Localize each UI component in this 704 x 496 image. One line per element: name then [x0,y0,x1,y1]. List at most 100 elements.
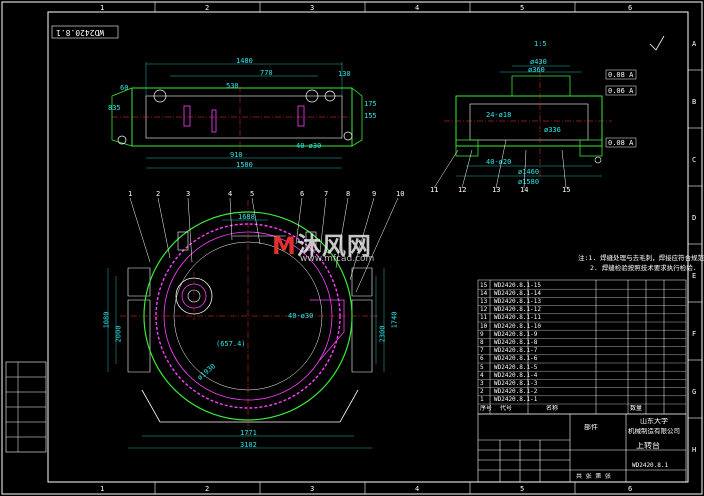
dim-section-430: ø430 [530,58,547,66]
zone-label-top-4: 4 [415,4,420,12]
dim-section-holes: 24-ø18 [486,111,512,119]
callout-12: 12 [458,186,467,194]
dim-top-130: 130 [338,70,351,78]
zone-label-bottom-2: 2 [205,485,210,493]
dim-section-336: ø336 [544,126,561,134]
dim-top-175: 175 [364,100,377,108]
dim-front-2000: 2000 [114,325,123,343]
bom-cell: 8 [480,338,484,346]
bom-cell: 6 [480,355,484,363]
zone-label-top-2: 2 [205,4,210,12]
bom-cell: WD2420.8.1-8 [494,338,538,346]
watermark-logo-icon: M [272,232,297,260]
bom-cell: WD2420.8.1-14 [494,289,541,297]
title-material: 部件 [584,424,598,431]
zone-label-side-h: H [692,446,697,454]
bom-cell: WD2420.8.1-4 [494,371,538,379]
bom-cell: 10 [480,322,488,330]
bom-cell: 12 [480,306,488,314]
gdt-frame-1: 0.08 A [608,71,634,79]
dim-top-155: 155 [364,112,377,120]
zone-label-bottom-1: 1 [100,485,105,493]
bom-cell: 7 [480,347,484,355]
dim-front-1688: 1688 [238,213,255,221]
zone-label-top-6: 6 [628,4,633,12]
gdt-frame-3: 0.08 A [608,139,634,147]
zone-label-side-g: G [692,388,697,396]
technical-note-2: 2. 焊缝检验按照技术要求执行检验. [590,264,697,272]
title-part-name: 上转台 [636,442,660,449]
dim-top-530: 530 [226,82,239,90]
bom-header-qty: 数量 [630,405,643,412]
gdt-frame-2: 0.06 A [608,87,634,95]
dim-front-1771: 1771 [240,429,257,437]
zone-label-side-a: A [692,40,697,48]
bom-cell: 9 [480,330,484,338]
title-school: 山东大学 [640,418,668,425]
top-view [111,62,363,169]
section-view [444,60,637,180]
drawing-id-label: WD2420.8.1 [56,28,105,37]
bom-cell: 14 [480,289,488,297]
bom-cell: 15 [480,281,488,289]
dim-section-360: ø360 [528,66,545,74]
bom-cell: WD2420.8.1-5 [494,363,538,371]
dim-front-1080: 1080 [102,311,111,329]
zone-label-side-c: C [692,156,697,164]
zone-label-top-1: 1 [100,4,105,12]
bom-cell: WD2420.8.1-2 [494,388,538,396]
callout-11: 11 [430,186,439,194]
bom-header-name: 名称 [546,405,559,412]
dim-section-holes-2: 40-ø20 [486,158,512,166]
bom-table [477,279,687,415]
callout-10: 10 [396,190,405,198]
dim-top-holes: 40-ø30 [296,142,322,150]
zone-label-side-d: D [692,214,697,222]
technical-note-1: 注:1. 焊缝处理与去毛刺，焊接应符合规范标准; [578,254,704,262]
title-sheet: 共 张 第 张 [576,473,611,480]
dim-top-770: 770 [260,69,273,77]
bom-cell: WD2420.8.1-6 [494,355,538,363]
callout-4: 4 [228,190,233,198]
callout-6: 6 [300,190,305,198]
dim-front-holes: 40-ø30 [288,312,314,320]
callout-3: 3 [186,190,191,198]
dim-front-2300: 2300 [378,325,387,343]
zone-label-bottom-6: 6 [628,485,633,493]
bom-cell: WD2420.8.1-9 [494,330,538,338]
bom-cell: WD2420.8.1-7 [494,347,538,355]
dim-front-1740: 1740 [390,311,399,329]
callout-9: 9 [372,190,377,198]
bom-cell: 4 [480,371,484,379]
callout-15: 15 [562,186,571,194]
callout-14: 14 [520,186,529,194]
callout-5: 5 [250,190,255,198]
bom-cell: 1 [480,396,484,404]
dim-top-1480: 1480 [236,57,253,65]
zone-label-side-b: B [692,98,697,106]
title-company: 机械制造有限公司 [628,428,680,435]
dim-section-1460: ø1460 [518,168,540,176]
title-drawing-no: WD2420.8.1 [632,462,669,469]
watermark-brand: M沐风网 [272,232,372,260]
dim-top-1580: 1580 [236,161,253,169]
bom-header-code: 代号 [500,405,513,412]
bom-header-no: 序号 [480,405,493,412]
bom-cell: WD2420.8.1-1 [494,396,538,404]
bom-cell: 11 [480,314,488,322]
watermark-url: www.mfcad.com [300,254,375,264]
zone-label-bottom-5: 5 [520,485,525,493]
bom-cell: WD2420.8.1-12 [494,306,541,314]
front-view [107,200,385,449]
bom-cell: 13 [480,297,488,305]
dim-top-60: 60 [120,84,129,92]
bom-cell: 5 [480,363,484,371]
bom-cell: WD2420.8.1-11 [494,314,541,322]
dim-front-3102: 3102 [240,441,257,449]
zone-label-top-3: 3 [310,4,315,12]
title-block [477,413,687,483]
zone-label-top-5: 5 [520,4,525,12]
zone-label-bottom-3: 3 [310,485,315,493]
dim-top-835: 835 [108,104,121,112]
callout-7: 7 [324,190,329,198]
